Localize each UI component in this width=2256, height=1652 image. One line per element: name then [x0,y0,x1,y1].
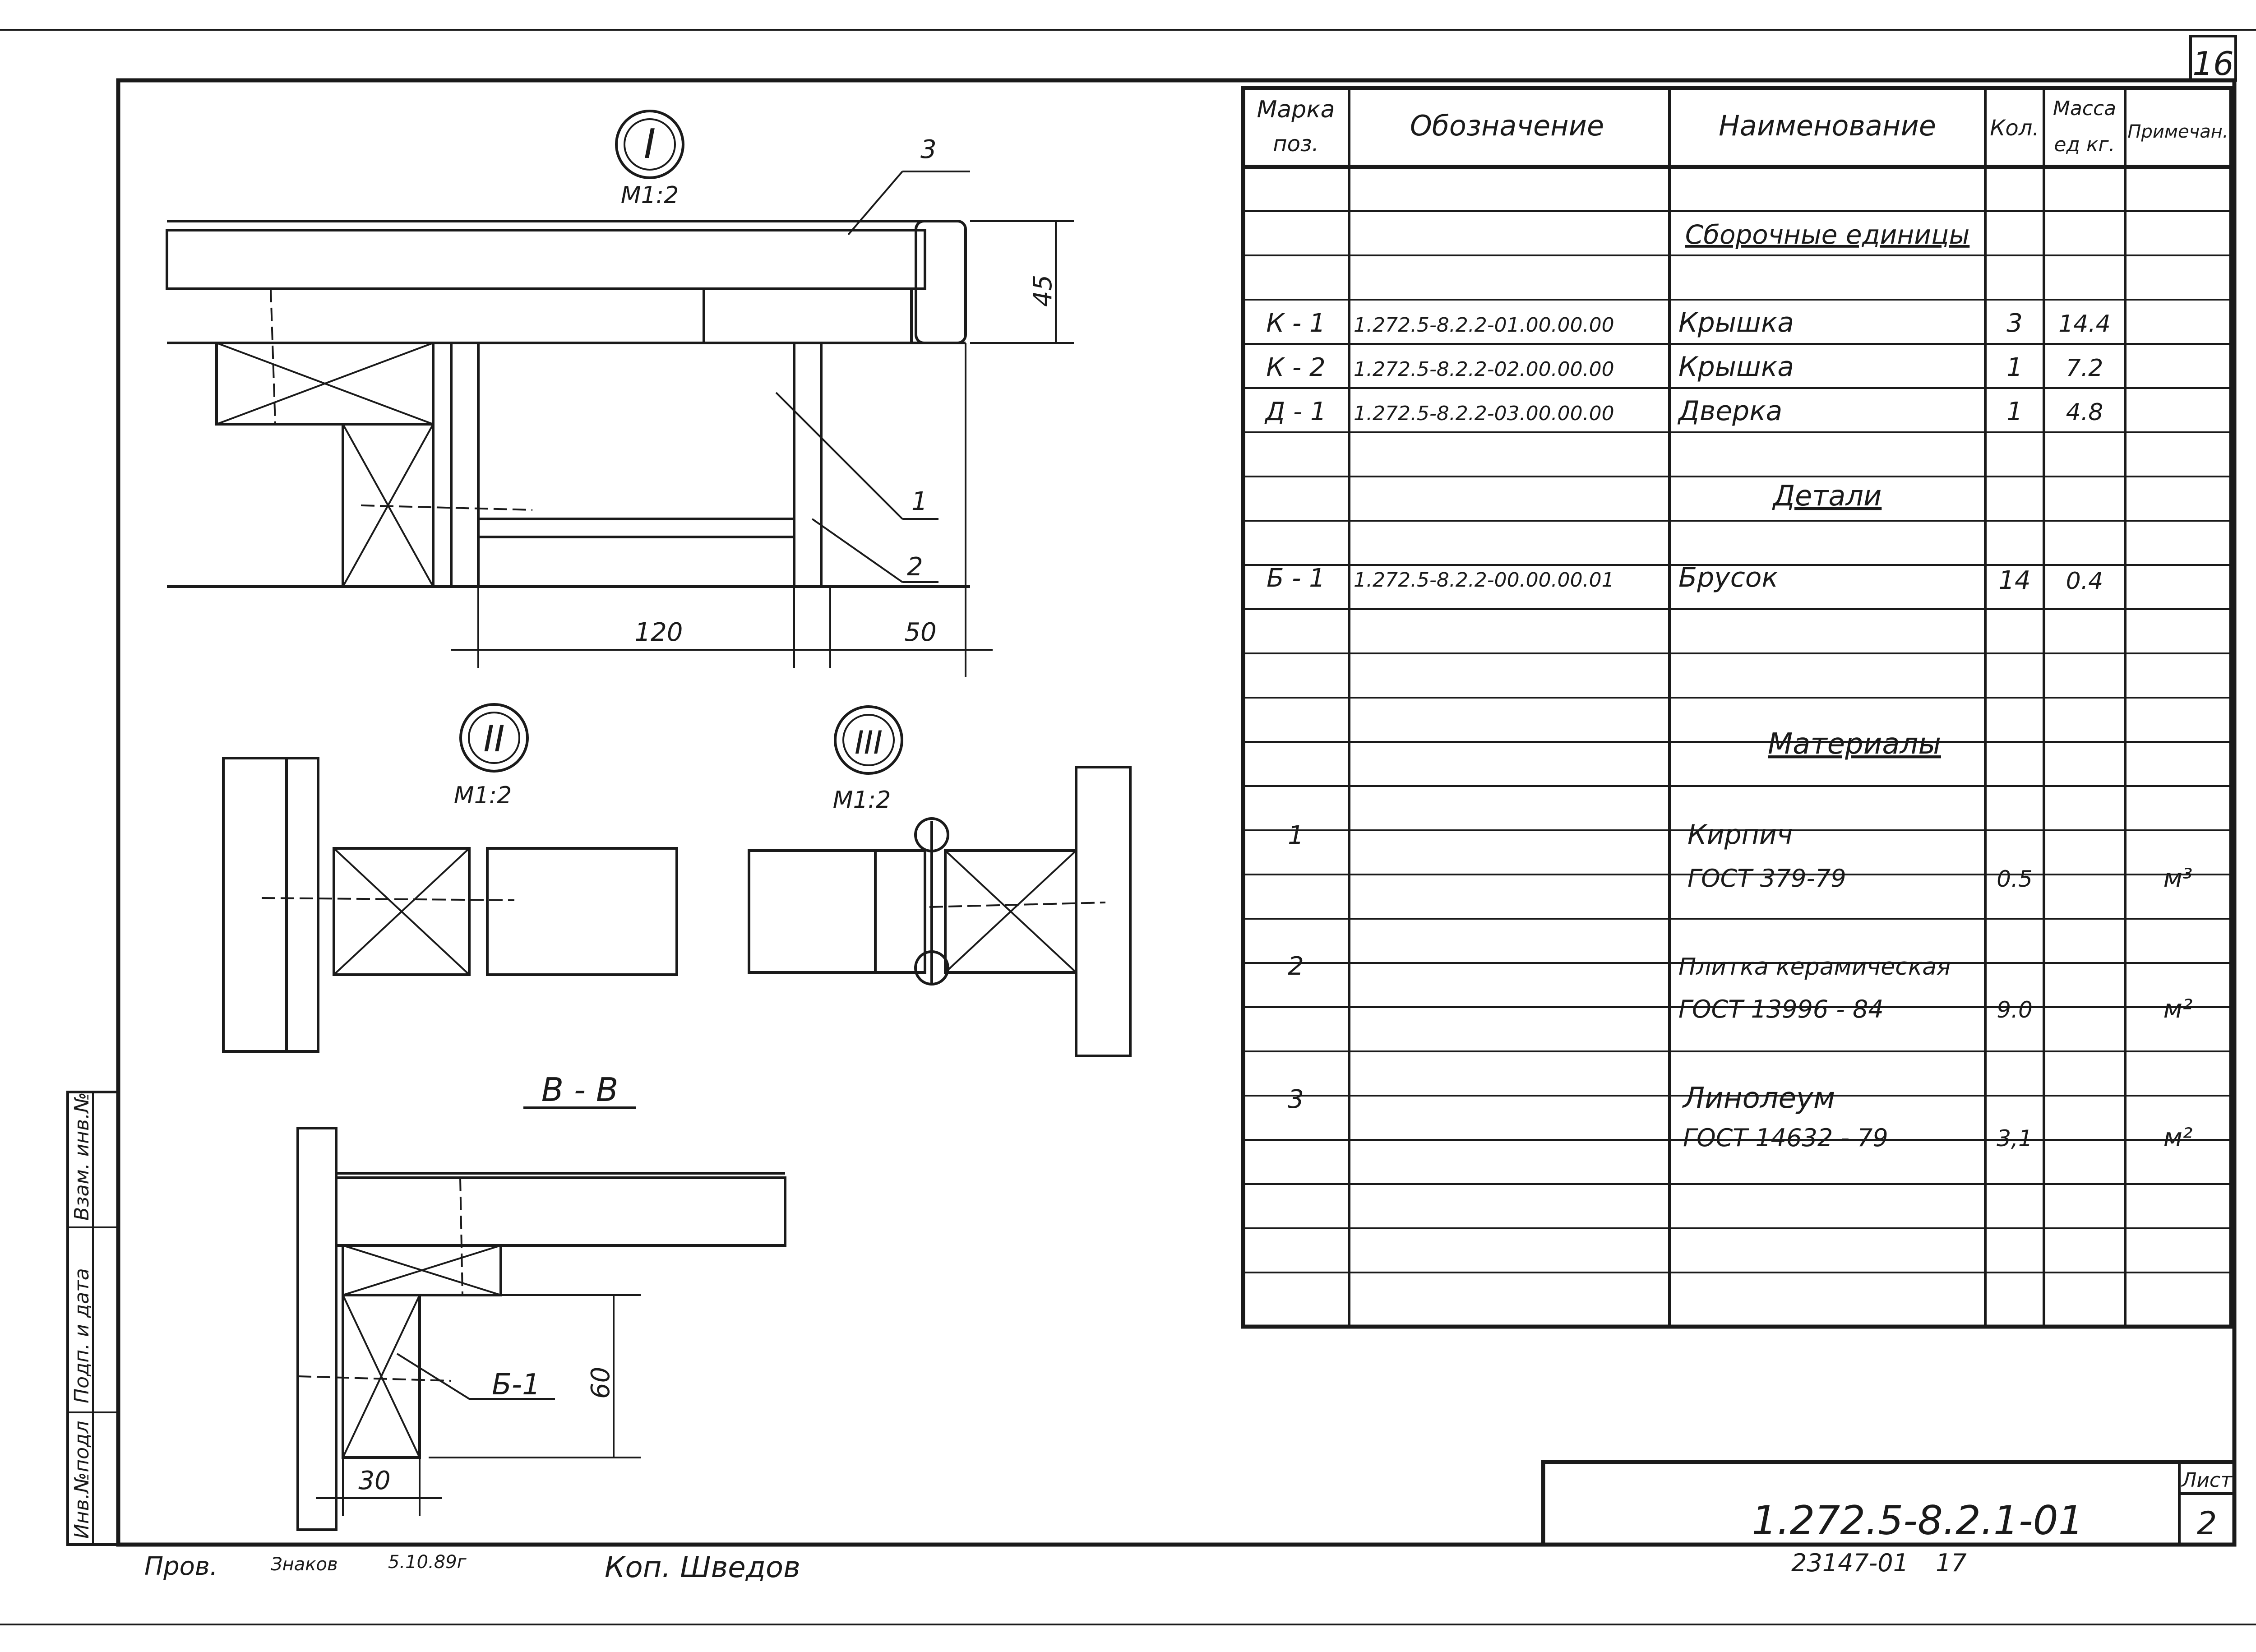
title-block: 1.272.5-8.2.1-01 Лист 2 23147-01 17 [1541,1460,2237,1577]
node1-callout-1: 1 [911,487,928,516]
row-mark: Д - 1 [1264,397,1326,426]
title-sheet-label: Лист [2181,1469,2233,1492]
title-code: 1.272.5-8.2.1-01 [1752,1497,2083,1544]
row-mass: 4.8 [2066,399,2103,426]
material-standard: ГОСТ 379-79 [1687,864,1846,893]
material-standard: ГОСТ 14632 - 79 [1683,1124,1888,1152]
row-mass: 0.4 [2066,568,2103,595]
node1-dim-50: 50 [904,618,936,647]
section-details: Детали [1772,479,1882,512]
material-mark: 3 [1288,1085,1304,1114]
row-qty: 14 [1998,566,2030,595]
material-row: 1 Кирпич ГОСТ 379-79 0.5 м³ [1288,819,2192,893]
section-dim-60: 60 [586,1367,615,1399]
section-title: В - В [541,1071,619,1109]
row-qty: 1 [2006,353,2023,382]
node1-dim-120: 120 [635,618,683,647]
table-row: Б - 1 1.272.5-8.2.2-00.00.00.01 Брусок 1… [1267,562,2103,595]
footer-checked-label: Пров. [144,1552,218,1581]
table-row: К - 2 1.272.5-8.2.2-02.00.00.00 Крышка 1… [1266,351,2103,383]
footer-copied: Коп. Шведов [605,1551,800,1584]
material-name: Линолеум [1682,1082,1835,1115]
footer-checked-date: 5.10.89г [388,1552,467,1573]
row-mark: К - 2 [1266,353,1325,382]
node1-scale: М1:2 [621,182,679,209]
table-row: Д - 1 1.272.5-8.2.2-03.00.00.00 Дверка 1… [1264,395,2103,427]
header-qty: Кол. [1990,116,2039,141]
header-mass-2: ед кг. [2054,133,2115,156]
row-name: Брусок [1678,562,1778,593]
header-designation: Обозначение [1410,109,1604,142]
material-row: 3 Линолеум ГОСТ 14632 - 79 3,1 м² [1288,1082,2192,1152]
row-name: Дверка [1677,395,1782,427]
title-order-num: 17 [1936,1549,1967,1577]
row-designation: 1.272.5-8.2.2-00.00.00.01 [1354,569,1614,592]
material-mark: 1 [1288,821,1304,850]
row-designation: 1.272.5-8.2.2-01.00.00.00 [1354,314,1614,337]
node3-scale: М1:2 [833,787,891,814]
stamp-inv-orig: Инв.№подл [70,1421,93,1539]
row-designation: 1.272.5-8.2.2-03.00.00.00 [1354,402,1614,425]
node3-numeral: III [855,724,883,761]
material-unit: м² [2164,1123,2193,1152]
material-qty: 3,1 [1997,1125,2033,1152]
row-name: Крышка [1678,351,1794,383]
title-order: 23147-01 [1791,1549,1909,1577]
node1-dim-45: 45 [1028,275,1058,307]
stamp-sign-date: Подп. и дата [70,1268,93,1403]
node1-numeral: I [644,120,656,168]
header-name: Наименование [1719,109,1936,142]
header-mass-1: Масса [2053,97,2116,120]
header-mark-2: поз. [1273,131,1319,157]
side-stamp: Инв.№подл Подп. и дата Взам. инв.№ [66,1091,120,1546]
table-row: К - 1 1.272.5-8.2.2-01.00.00.00 Крышка 3… [1266,307,2110,338]
material-standard: ГОСТ 13996 - 84 [1678,995,1884,1023]
footer: Пров. Знаков 5.10.89г Коп. Шведов [144,1551,800,1584]
row-qty: 3 [2006,309,2023,338]
spec-table: Марка поз. Обозначение Наименование Кол.… [1241,86,2233,1329]
view-node-2: II М1:2 [222,703,678,1053]
material-mark: 2 [1288,952,1304,981]
header-note: Примечан. [2127,121,2228,142]
material-qty: 0.5 [1997,866,2033,892]
material-unit: м² [2164,995,2193,1024]
material-unit: м³ [2164,864,2193,893]
stamp-replace-inv: Взам. инв.№ [70,1092,93,1221]
header-mark-1: Марка [1257,96,1335,123]
row-mark: К - 1 [1266,309,1325,338]
footer-checked-name: Знаков [271,1554,338,1575]
frame [0,29,2256,1625]
node2-numeral: II [483,718,504,760]
row-designation: 1.272.5-8.2.2-02.00.00.00 [1354,358,1614,381]
section-part-label: Б-1 [492,1368,541,1402]
node1-leader-3: 3 [920,135,937,164]
section-dim-30: 30 [358,1466,390,1495]
material-row: 2 Плитка керамическая ГОСТ 13996 - 84 9.… [1288,952,2192,1024]
sheet-number: 16 [2192,45,2234,83]
view-node-1: I М1:2 3 45 [166,110,1074,677]
view-section-bb: В - В Б-1 60 30 [296,1071,786,1531]
row-mark: Б - 1 [1267,564,1325,593]
node2-scale: М1:2 [454,782,512,809]
title-sheet-value: 2 [2197,1505,2217,1542]
material-name: Кирпич [1687,819,1793,851]
row-mass: 7.2 [2066,355,2103,382]
material-name: Плитка керамическая [1678,953,1951,981]
view-node-3: III М1:2 [748,705,1132,1057]
section-assemblies: Сборочные единицы [1685,219,1970,250]
row-qty: 1 [2006,397,2023,426]
section-materials: Материалы [1768,727,1941,761]
row-name: Крышка [1678,307,1794,338]
material-qty: 9.0 [1997,997,2033,1023]
node1-callout-2: 2 [907,552,923,582]
row-mass: 14.4 [2058,310,2111,338]
